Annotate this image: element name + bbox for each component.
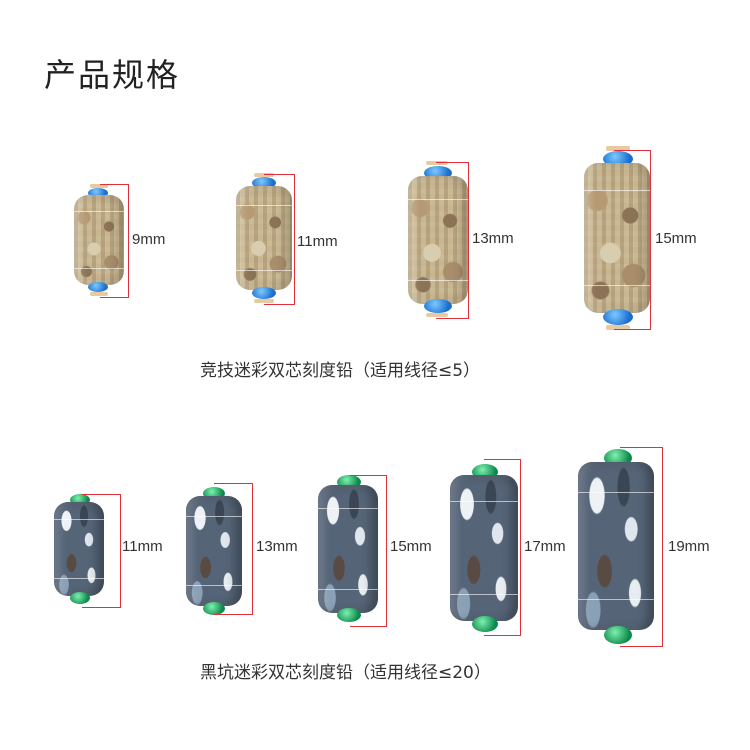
size-bracket <box>100 184 129 298</box>
series-b-caption: 黑坑迷彩双芯刻度铅（适用线径≤20） <box>200 663 491 683</box>
green-cap-icon <box>70 592 90 604</box>
size-bracket <box>264 174 295 305</box>
size-label: 13mm <box>256 538 298 555</box>
size-label: 11mm <box>122 538 163 555</box>
blue-cap-icon <box>252 287 276 299</box>
size-label: 15mm <box>655 230 697 247</box>
size-label: 19mm <box>668 538 710 555</box>
blue-cap-icon <box>424 299 452 313</box>
size-label: 13mm <box>472 230 514 247</box>
size-bracket <box>350 475 387 627</box>
page-title: 产品规格 <box>44 56 181 94</box>
blue-cap-icon <box>88 282 108 292</box>
size-bracket <box>620 447 663 647</box>
green-cap-icon <box>337 608 361 622</box>
size-bracket <box>436 162 469 319</box>
green-cap-icon <box>203 602 225 615</box>
blue-cap-icon <box>603 309 633 325</box>
series-a-caption: 竞技迷彩双芯刻度铅（适用线径≤5） <box>200 361 481 381</box>
green-cap-icon <box>604 626 632 644</box>
size-bracket <box>614 150 651 330</box>
size-bracket <box>484 459 521 636</box>
size-label: 17mm <box>524 538 566 555</box>
blue-cap-icon <box>88 188 108 198</box>
size-bracket <box>82 494 121 608</box>
size-label: 15mm <box>390 538 432 555</box>
size-bracket <box>214 483 253 615</box>
size-label: 11mm <box>297 233 338 250</box>
size-label: 9mm <box>132 231 166 248</box>
green-cap-icon <box>472 616 498 632</box>
